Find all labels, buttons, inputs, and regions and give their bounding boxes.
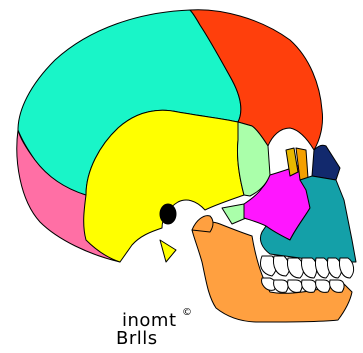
watermark-line-2: Brlls: [116, 330, 158, 348]
lower-tooth: [288, 280, 302, 292]
teeth: [260, 256, 353, 292]
copyright-symbol: ©: [182, 307, 192, 318]
styloid-process: [160, 240, 176, 262]
nasal-bone: [312, 145, 340, 180]
lower-tooth: [302, 280, 316, 292]
sphenoid-lower: [222, 204, 246, 224]
upper-tooth: [302, 258, 317, 278]
mandibular-condyle: [192, 216, 213, 232]
ear-canal: [160, 204, 176, 224]
upper-tooth: [339, 258, 353, 278]
lower-tooth: [274, 280, 288, 292]
